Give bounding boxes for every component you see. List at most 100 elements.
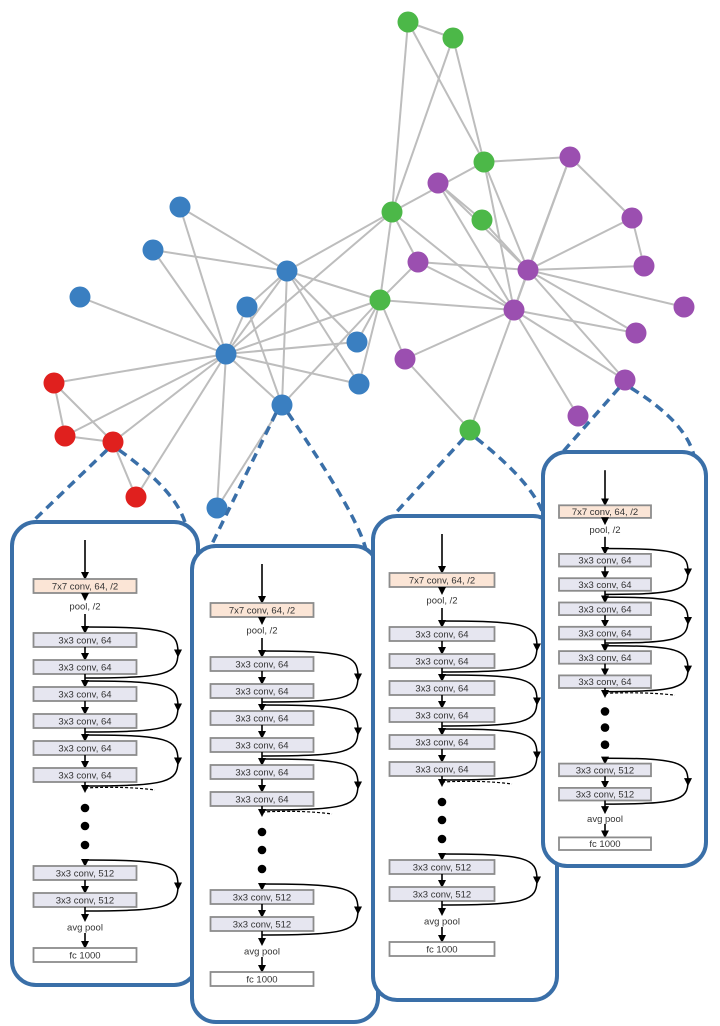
conv64-layer-label: 3x3 conv, 64 — [235, 795, 288, 806]
graph-edge — [286, 270, 358, 343]
graph-edge — [527, 265, 645, 271]
pool-label: pool, /2 — [426, 596, 457, 607]
conv64-layer-label: 3x3 conv, 64 — [235, 660, 288, 671]
conv64-layer-label: 3x3 conv, 64 — [578, 556, 631, 567]
graph-edge — [483, 161, 515, 311]
graph-edge — [135, 353, 227, 498]
graph-edge — [481, 219, 529, 271]
conv64-layer-label: 3x3 conv, 64 — [578, 677, 631, 688]
conv64-layer-label: 3x3 conv, 64 — [415, 738, 468, 749]
ellipsis-dot — [80, 821, 90, 831]
ellipsis-dot — [600, 707, 610, 716]
dotted-continuation — [441, 780, 513, 785]
graph-node-purple — [673, 296, 695, 318]
skip-arrowhead — [684, 568, 692, 577]
graph-node-blue — [276, 260, 298, 282]
graph-edge — [417, 261, 529, 271]
conv64-layer-label: 3x3 conv, 64 — [58, 744, 111, 755]
conv512-layer-label: 3x3 conv, 512 — [413, 863, 471, 874]
skip-arrowhead — [684, 778, 692, 787]
conv7-layer-label: 7x7 conv, 64, /2 — [572, 507, 638, 518]
graph-edge — [407, 21, 485, 163]
conv64-layer-label: 3x3 conv, 64 — [58, 636, 111, 647]
conv512-layer-label: 3x3 conv, 512 — [233, 893, 291, 904]
conv64-layer-label: 3x3 conv, 64 — [578, 629, 631, 640]
graph-edge — [391, 21, 409, 213]
graph-edge — [469, 309, 515, 431]
graph-edge — [358, 299, 381, 385]
graph-edge — [379, 299, 515, 311]
graph-edge — [179, 206, 288, 272]
graph-node-green — [473, 151, 495, 173]
graph-edge — [483, 156, 571, 163]
pool-label: pool, /2 — [69, 602, 100, 613]
graph-node-green — [369, 289, 391, 311]
graph-edge — [281, 299, 381, 406]
conv64-layer-label: 3x3 conv, 64 — [578, 653, 631, 664]
graph-node-red — [125, 486, 147, 508]
conv64-layer-label: 3x3 conv, 64 — [415, 684, 468, 695]
ellipsis-dot — [80, 840, 90, 850]
conv64-layer — [558, 650, 652, 665]
fc-layer — [388, 941, 496, 957]
graph-edge — [483, 161, 529, 271]
skip-arrowhead — [174, 882, 182, 891]
skip-arrowhead — [354, 673, 362, 682]
graph-edge — [286, 211, 393, 272]
graph-edge — [281, 270, 288, 406]
graph-edge — [216, 404, 283, 509]
graph-node-purple — [567, 405, 589, 427]
conv64-layer-label: 3x3 conv, 64 — [235, 768, 288, 779]
graph-node-blue — [142, 239, 164, 261]
skip-arrowhead — [684, 665, 692, 674]
graph-edge — [379, 299, 406, 360]
conv512-layer-label: 3x3 conv, 512 — [233, 920, 291, 931]
fc-layer-label: fc 1000 — [246, 975, 277, 986]
dashed-connector — [28, 448, 109, 526]
dashed-connector — [286, 412, 368, 551]
graph-node-purple — [625, 322, 647, 344]
graph-node-purple — [614, 369, 636, 391]
skip-arrowhead — [354, 781, 362, 790]
graph-edge — [53, 382, 114, 443]
fc-layer-label: fc 1000 — [589, 839, 620, 850]
skip-arrowhead — [533, 643, 541, 652]
conv512-layer-label: 3x3 conv, 512 — [576, 790, 634, 801]
fc-layer — [558, 836, 652, 851]
resnet-panels: 7x7 conv, 64, /2 pool, /2 3x3 conv, 64 3x3 … — [10, 450, 708, 1024]
graph-node-red — [54, 425, 76, 447]
skip-arrowhead — [174, 703, 182, 712]
graph-edge — [64, 353, 227, 437]
ellipsis-dot — [437, 797, 447, 807]
graph-node-red — [43, 372, 65, 394]
graph-node-blue — [271, 394, 293, 416]
graph-edge — [179, 206, 227, 355]
conv64-layer-label: 3x3 conv, 64 — [415, 657, 468, 668]
graph-node-purple — [559, 146, 581, 168]
graph-edge — [404, 309, 515, 360]
graph-edge — [513, 309, 637, 334]
graph-edge — [527, 269, 685, 308]
conv64-layer-label: 3x3 conv, 64 — [235, 687, 288, 698]
panel-border — [371, 514, 559, 1002]
graph-edge — [225, 341, 358, 355]
conv64-layer-label: 3x3 conv, 64 — [58, 717, 111, 728]
graph-edge — [112, 353, 227, 443]
graph-node-purple — [621, 207, 643, 229]
conv512-layer-label: 3x3 conv, 512 — [56, 896, 114, 907]
graph-node-purple — [427, 172, 449, 194]
graph-edge — [417, 261, 515, 311]
avgpool-label: avg pool — [244, 947, 280, 958]
graph-edge — [379, 211, 393, 301]
skip-arrowhead — [354, 727, 362, 736]
graph-edge — [391, 211, 515, 311]
graph-edge — [527, 269, 626, 381]
conv7-layer-label: 7x7 conv, 64, /2 — [229, 606, 295, 617]
graph-edge — [79, 296, 227, 355]
graph-edge — [152, 249, 227, 355]
graph-edge — [216, 353, 227, 509]
